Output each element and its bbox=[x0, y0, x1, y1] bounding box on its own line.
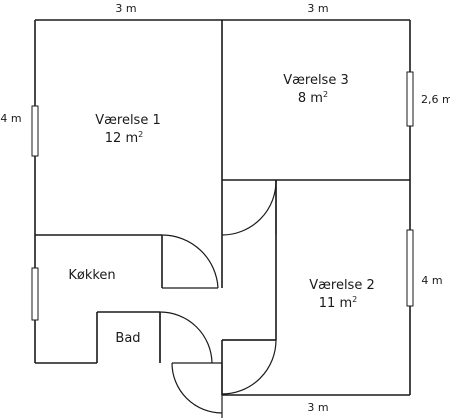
window-room2 bbox=[406, 229, 414, 307]
dimension-right-lower: 4 m bbox=[421, 274, 442, 287]
interior-walls bbox=[35, 20, 410, 363]
room-area-vaerelse-3: 8 m2 bbox=[298, 90, 328, 106]
door-bath bbox=[159, 311, 213, 364]
window-room1 bbox=[31, 105, 39, 157]
windows bbox=[31, 71, 414, 321]
window-kitchen bbox=[31, 267, 39, 321]
door-room2 bbox=[221, 339, 277, 395]
room-label-bad: Bad bbox=[115, 331, 140, 346]
room-area-vaerelse-1: 12 m2 bbox=[105, 130, 143, 146]
room-labels: Værelse 1 12 m2 Værelse 3 8 m2 Værelse 2… bbox=[68, 73, 374, 346]
room-label-vaerelse-2: Værelse 2 bbox=[309, 278, 375, 293]
door-swing-arc bbox=[221, 179, 277, 236]
room-label-kokken: Køkken bbox=[68, 268, 115, 283]
room-label-vaerelse-1: Værelse 1 bbox=[95, 113, 161, 128]
dimension-left: 4 m bbox=[0, 112, 21, 125]
doors bbox=[159, 179, 277, 418]
room-area-vaerelse-2: 11 m2 bbox=[319, 295, 357, 311]
dimension-top-right: 3 m bbox=[307, 2, 328, 15]
door-room1 bbox=[221, 179, 277, 236]
door-kitchen bbox=[161, 234, 219, 289]
door-entrance bbox=[171, 362, 223, 418]
door-swing-arc bbox=[161, 234, 219, 289]
dimension-bottom: 3 m bbox=[307, 401, 328, 414]
door-swing-arc bbox=[221, 339, 277, 395]
dimension-top-left: 3 m bbox=[115, 2, 136, 15]
door-swing-arc bbox=[171, 362, 223, 414]
window-room3 bbox=[406, 71, 414, 127]
room-label-vaerelse-3: Værelse 3 bbox=[283, 73, 349, 88]
door-swing-arc bbox=[159, 311, 213, 364]
dimension-right-upper: 2,6 m bbox=[421, 93, 450, 106]
